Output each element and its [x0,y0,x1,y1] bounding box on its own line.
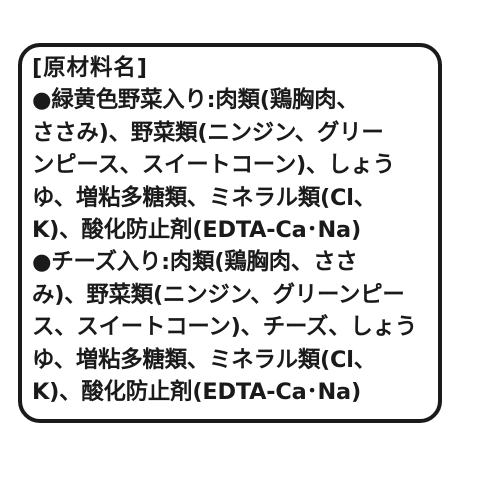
ingredients-line-5: K)、酸化防止剤(EDTA-Ca･Na) [32,216,362,243]
ingredients-line-1: ●緑黄色野菜入り:肉類(鶏胸肉、 [32,87,359,114]
ingredients-label-border [18,43,442,423]
ingredients-line-6: ●チーズ入り:肉類(鶏胸肉、ささ [32,249,358,276]
ingredients-line-4: ゆ、増粘多糖類、ミネラル類(Cl、 [32,184,376,211]
ingredients-line-8: ス、スイートコーン)、チーズ、しょう [32,314,418,341]
ingredients-line-2: ささみ)、野菜類(ニンジン、グリー [32,119,384,146]
ingredients-heading: [原材料名] [32,55,148,81]
ingredients-label-text: [原材料名] ●緑黄色野菜入り:肉類(鶏胸肉、 ささみ)、野菜類(ニンジン、グリ… [32,52,452,408]
ingredients-line-10: K)、酸化防止剤(EDTA-Ca･Na) [32,378,362,405]
ingredients-line-7: み)、野菜類(ニンジン、グリーンピー [32,281,405,308]
ingredients-line-3: ンピース、スイートコーン)、しょう [32,152,395,179]
ingredients-line-9: ゆ、増粘多糖類、ミネラル類(Cl、 [32,346,376,373]
